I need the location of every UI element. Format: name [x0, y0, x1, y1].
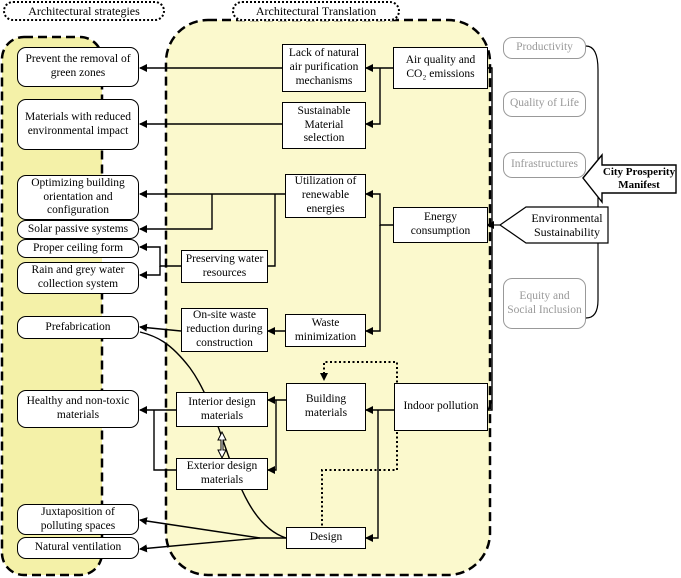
prosperity-environmental-sustainability: Environmental Sustainability — [531, 210, 603, 239]
node-waste-minimization: Waste minimization — [285, 314, 366, 347]
prosperity-productivity: Productivity — [503, 37, 586, 59]
node-sustainable-material-selection: Sustainable Material selection — [282, 102, 366, 149]
node-design: Design — [286, 527, 366, 549]
city-prosperity-manifest: City Prosperity Manifest — [602, 166, 676, 191]
strategy-proper-ceiling-form: Proper ceiling form — [17, 239, 139, 258]
node-onsite-waste-reduction: On-site waste reduction during construct… — [181, 308, 268, 352]
issue-energy-consumption: Energy consumption — [393, 207, 488, 243]
strategy-reduced-impact-materials: Materials with reduced environmental imp… — [17, 99, 139, 150]
strategy-natural-ventilation: Natural ventilation — [17, 537, 139, 559]
header-architectural-translation: Architectural Translation — [232, 1, 400, 21]
strategy-optimizing-orientation: Optimizing building orientation and conf… — [17, 175, 139, 220]
city-prosperity-shape — [582, 153, 677, 205]
prosperity-quality-of-life: Quality of Life — [503, 91, 586, 117]
node-building-materials: Building materials — [286, 383, 366, 431]
issue-air-quality-co2: Air quality and CO₂ emissions — [393, 47, 488, 89]
node-renewable-energies: Utilization of renewable energies — [285, 174, 366, 218]
node-preserving-water: Preserving water resources — [181, 250, 268, 283]
strategy-prefabrication: Prefabrication — [17, 316, 139, 339]
strategy-healthy-materials: Healthy and non-toxic materials — [17, 390, 139, 428]
environmental-sustainability-shape — [498, 206, 609, 244]
prosperity-infrastructures: Infrastructures — [503, 152, 586, 178]
strategies-region — [0, 35, 104, 577]
node-interior-design-materials: Interior design materials — [176, 392, 268, 427]
strategy-prevent-removal-green-zones: Prevent the removal of green zones — [17, 47, 139, 87]
node-exterior-design-materials: Exterior design materials — [176, 458, 268, 490]
prosperity-equity-social-inclusion: Equity and Social Inclusion — [503, 278, 586, 329]
strategy-solar-passive-systems: Solar passive systems — [17, 220, 139, 239]
node-lack-air-purification: Lack of natural air purification mechani… — [282, 44, 366, 92]
strategy-rain-grey-water: Rain and grey water collection system — [17, 262, 139, 294]
header-architectural-strategies: Architectural strategies — [3, 1, 165, 21]
strategy-juxtaposition-polluting-spaces: Juxtaposition of polluting spaces — [17, 504, 139, 535]
issue-indoor-pollution: Indoor pollution — [394, 383, 488, 431]
